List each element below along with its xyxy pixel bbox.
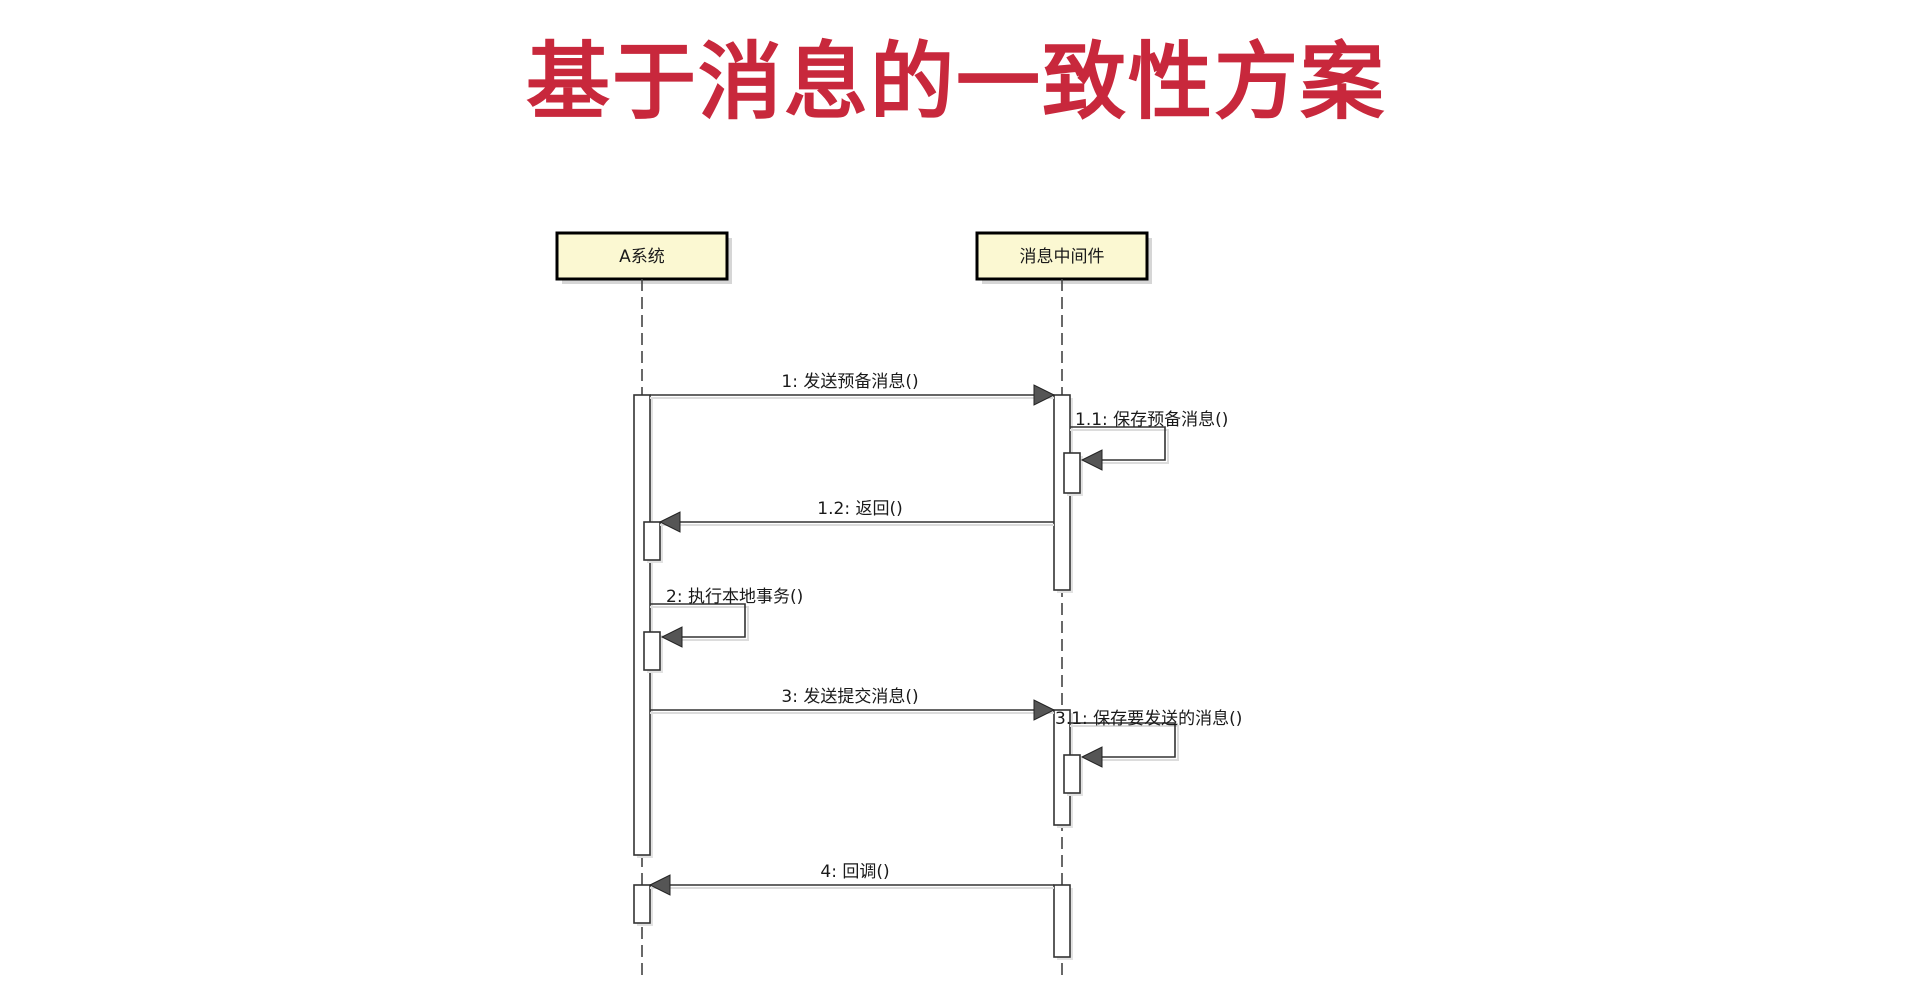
self-message-line-shadow (1070, 429, 1169, 464)
message-label: 3: 发送提交消息() (781, 687, 918, 707)
lifeline-name-label: A系统 (619, 247, 665, 267)
message-label: 4: 回调() (820, 862, 889, 882)
lifeline-box (975, 231, 1149, 281)
message-label: 1.2: 返回() (817, 499, 902, 519)
arrowhead (660, 626, 683, 648)
message-label: 2: 执行本地事务() (666, 587, 803, 607)
activation-bar (633, 394, 651, 856)
arrowhead (1033, 699, 1056, 721)
activation-bar (633, 884, 651, 924)
activation-bar (643, 521, 661, 561)
self-message-line (650, 603, 746, 638)
activation-bar (1063, 754, 1081, 794)
arrowhead (1080, 449, 1103, 471)
arrowhead (658, 511, 681, 533)
arrowhead (648, 874, 671, 896)
self-message-line (1070, 426, 1166, 461)
activation-bar (1053, 884, 1071, 958)
message-label: 1.1: 保存预备消息() (1075, 410, 1228, 430)
page-title: 基于消息的一致性方案 (525, 33, 1386, 131)
lifeline-name-label: 消息中间件 (1020, 247, 1105, 267)
self-message-line-shadow (1070, 725, 1179, 761)
self-message-line (1070, 722, 1176, 758)
activation-bar (1063, 452, 1081, 494)
arrowhead (1033, 384, 1056, 406)
message-label: 3.1: 保存要发送的消息() (1055, 709, 1242, 729)
message-label: 1: 发送预备消息() (781, 372, 918, 392)
arrowhead (1080, 746, 1103, 768)
self-message-line-shadow (650, 606, 749, 641)
activation-bar (643, 631, 661, 671)
